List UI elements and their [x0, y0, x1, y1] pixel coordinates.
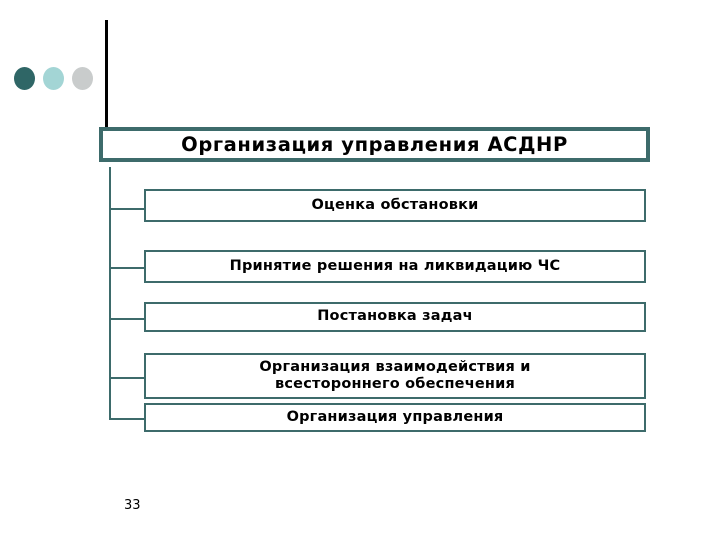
vertical-rule-divider [105, 20, 108, 133]
diagram-item-label-2: Принятие решения на ликвидацию ЧС [229, 257, 561, 274]
diagram-item-box-3: Постановка задач [144, 302, 646, 332]
diagram-item-box-1: Оценка обстановки [144, 189, 646, 222]
diagram-item-label-1: Оценка обстановки [311, 196, 479, 213]
connector-stub-5 [109, 418, 145, 420]
diagram-item-label-5: Организация управления [286, 408, 504, 425]
bullet-dot-gray-icon [72, 67, 93, 90]
slide-number: 33 [124, 498, 141, 513]
diagram-item-box-2: Принятие решения на ликвидацию ЧС [144, 250, 646, 283]
connector-stub-1 [109, 208, 145, 210]
connector-stub-4 [109, 377, 145, 379]
page-title: Организация управления АСДНР [181, 132, 568, 156]
diagram-item-box-4: Организация взаимодействия и всесторонне… [144, 353, 646, 399]
bullet-dot-dark-icon [14, 67, 35, 90]
diagram-item-label-4: Организация взаимодействия и всесторонне… [259, 358, 531, 392]
diagram-title-box: Организация управления АСДНР [99, 127, 650, 162]
diagram-item-box-5: Организация управления [144, 403, 646, 432]
connector-stub-2 [109, 267, 145, 269]
connector-trunk-line [109, 167, 111, 419]
bullet-dot-light-icon [43, 67, 64, 90]
diagram-item-label-3: Постановка задач [317, 308, 473, 325]
connector-stub-3 [109, 318, 145, 320]
